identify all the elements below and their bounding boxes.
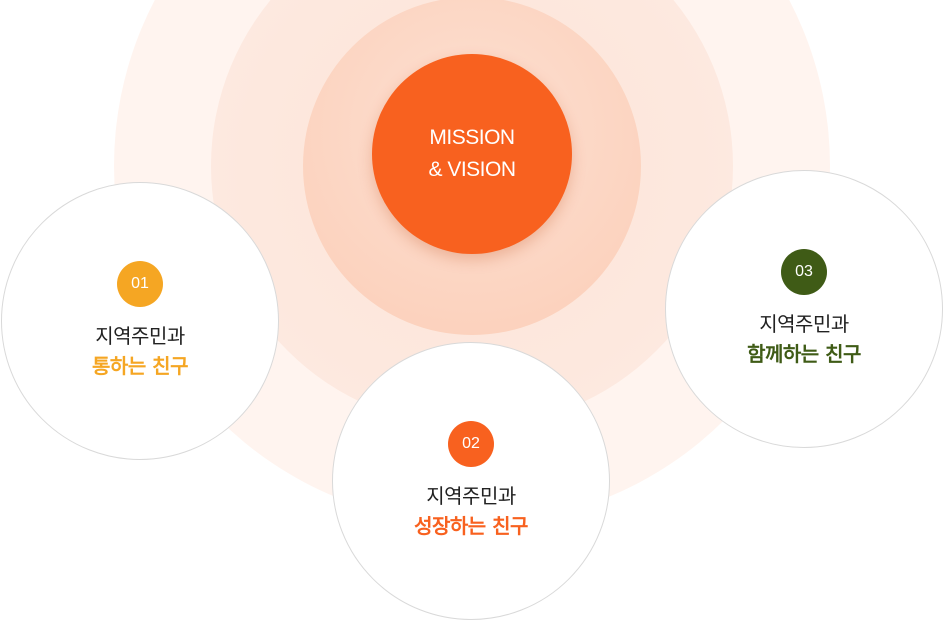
card-subtitle: 지역주민과 xyxy=(759,312,849,336)
value-card-01: 01 지역주민과 통하는 친구 xyxy=(1,182,279,460)
card-title: 통하는 친구 xyxy=(92,354,188,378)
badge-number: 02 xyxy=(462,435,480,452)
number-badge: 02 xyxy=(448,421,494,467)
number-badge: 03 xyxy=(781,249,827,295)
vision-label: & VISION xyxy=(428,158,516,181)
value-card-03: 03 지역주민과 함께하는 친구 xyxy=(665,170,943,448)
mission-label: MISSION xyxy=(429,126,515,149)
value-card-02: 02 지역주민과 성장하는 친구 xyxy=(332,342,610,620)
card-title: 함께하는 친구 xyxy=(747,342,861,366)
number-badge: 01 xyxy=(117,261,163,307)
badge-number: 01 xyxy=(131,275,149,292)
card-subtitle: 지역주민과 xyxy=(95,324,185,348)
badge-number: 03 xyxy=(795,263,813,280)
card-title: 성장하는 친구 xyxy=(414,514,528,538)
mission-vision-circle: MISSION & VISION xyxy=(372,54,572,254)
card-subtitle: 지역주민과 xyxy=(426,484,516,508)
